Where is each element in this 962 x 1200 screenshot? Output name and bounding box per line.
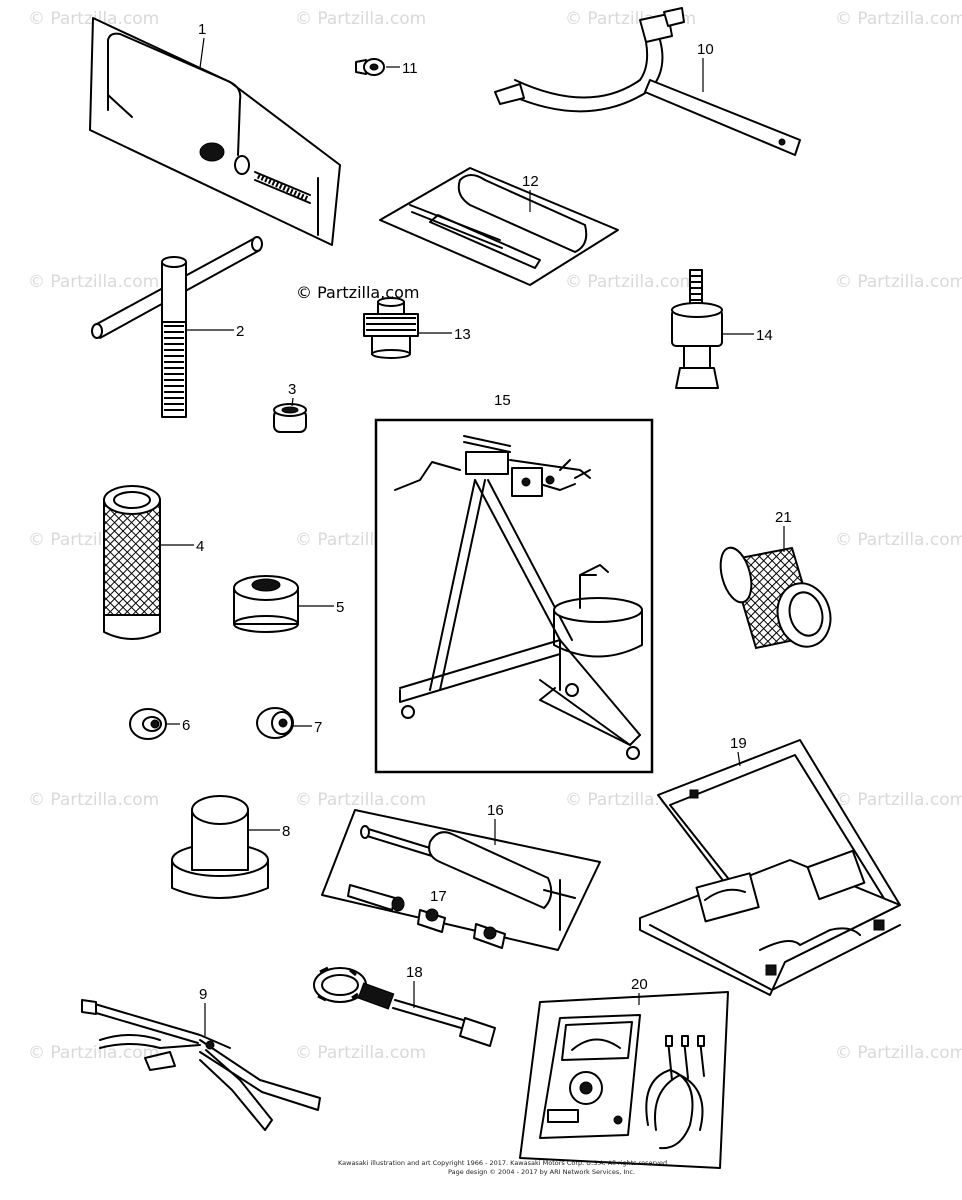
callout-10: 10 (697, 41, 714, 58)
part-3-cap (273, 403, 307, 433)
callout-1: 1 (198, 21, 206, 38)
callout-21: 21 (775, 509, 792, 526)
watermark: © Partzilla.com (295, 1043, 426, 1063)
part-15-engine-stand (374, 418, 654, 774)
watermark: © Partzilla.com (28, 790, 159, 810)
part-14-puller (671, 269, 723, 389)
callout-20: 20 (631, 976, 648, 993)
part-10-hook-spanner (494, 7, 801, 156)
callout-8: 8 (282, 823, 290, 840)
watermark: © Partzilla.com (835, 530, 962, 550)
callout-3: 3 (288, 381, 296, 398)
part-2-t-handle (91, 236, 263, 418)
callout-6: 6 (182, 717, 190, 734)
part-18-filter-wrench (313, 966, 496, 1047)
part-4-knurled-holder (103, 485, 161, 640)
part-21-knurled-socket (719, 546, 832, 650)
watermark: © Partzilla.com (28, 1043, 159, 1063)
watermark: © Partzilla.com (835, 1043, 962, 1063)
callout-9: 9 (199, 986, 207, 1003)
part-16-slide-hammer (321, 809, 601, 951)
callout-11: 11 (402, 60, 418, 77)
part-12-drift-set (379, 167, 619, 286)
callout-14: 14 (756, 327, 773, 344)
callout-13: 13 (454, 326, 471, 343)
part-20-multimeter (519, 991, 729, 1169)
copyright-line-2: Page design © 2004 - 2017 by ARI Network… (448, 1168, 635, 1176)
part-5-collar (233, 575, 299, 633)
part-19-tester-case (639, 739, 901, 996)
part-9-locking-pliers (81, 999, 321, 1131)
part-13-adapter (363, 297, 419, 359)
callout-18: 18 (406, 964, 423, 981)
watermark: © Partzilla.com (295, 790, 426, 810)
watermark: © Partzilla.com (835, 9, 962, 29)
callout-5: 5 (336, 599, 344, 616)
copyright-line-1: Kawasaki illustration and art Copyright … (338, 1159, 669, 1167)
part-1-tool-kit (89, 17, 341, 246)
watermark: © Partzilla.com (295, 9, 426, 29)
watermark: © Partzilla.com (835, 790, 962, 810)
part-11-bolt (355, 58, 385, 76)
watermark: © Partzilla.com (565, 272, 696, 292)
watermark: © Partzilla.com (835, 272, 962, 292)
callout-17: 17 (430, 888, 447, 905)
callout-2: 2 (236, 323, 244, 340)
callout-19: 19 (730, 735, 747, 752)
callout-7: 7 (314, 719, 322, 736)
callout-15: 15 (494, 392, 511, 409)
part-8-press-base (171, 795, 269, 899)
callout-4: 4 (196, 538, 204, 555)
part-6-bushing (129, 708, 167, 740)
callout-12: 12 (522, 173, 539, 190)
watermark: © Partzilla.com (28, 272, 159, 292)
callout-16: 16 (487, 802, 504, 819)
part-7-spacer (256, 707, 294, 739)
